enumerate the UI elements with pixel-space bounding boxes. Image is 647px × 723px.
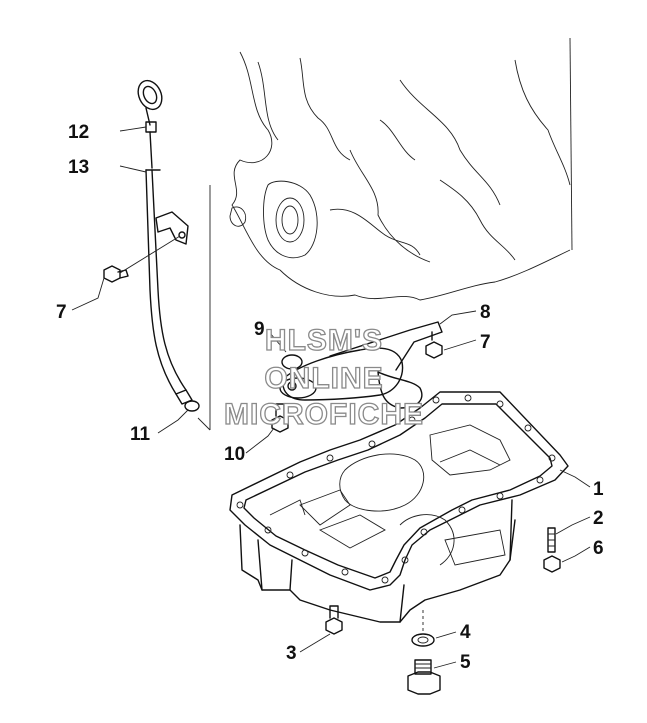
- callout-9: 9: [254, 319, 265, 340]
- drain-washer: [411, 633, 435, 647]
- leader-lines: [71, 126, 591, 669]
- bolt-left: [103, 235, 181, 283]
- oil-strainer: [279, 321, 443, 409]
- callout-7-left: 7: [56, 302, 67, 323]
- callout-2: 2: [593, 508, 604, 529]
- oil-dipstick: [137, 79, 163, 169]
- watermark-line-3: MICROFICHE: [224, 398, 424, 431]
- watermark: HLSM'S ONLINE MICROFICHE: [223, 323, 424, 431]
- callout-3: 3: [286, 643, 297, 664]
- callout-12: 12: [68, 122, 89, 143]
- callout-13: 13: [68, 157, 89, 178]
- callout-10: 10: [224, 444, 245, 465]
- flange-nut: [543, 555, 561, 573]
- callout-5: 5: [460, 652, 471, 673]
- oil-pan: [229, 391, 569, 623]
- stud-bolt: [547, 527, 556, 553]
- drain-plug: [407, 659, 441, 695]
- callout-7-right: 7: [480, 332, 491, 353]
- callout-6: 6: [593, 538, 604, 559]
- watermark-line-1: HLSM'S: [265, 324, 383, 357]
- strainer-o-ring: [281, 354, 303, 370]
- callout-4: 4: [460, 622, 471, 643]
- watermark-line-2: ONLINE: [264, 362, 383, 395]
- bolt-bracket: [425, 331, 443, 359]
- flange-bolt-holes: [236, 394, 556, 584]
- engine-block: [229, 37, 573, 301]
- callout-8: 8: [480, 302, 491, 323]
- callout-1: 1: [593, 479, 604, 500]
- part-callouts: 12 13 7 11 9 8 7 10 1 2 6 3 4 5: [56, 122, 604, 673]
- dipstick-tube: [145, 169, 193, 405]
- o-ring: [184, 400, 200, 412]
- callout-11: 11: [130, 424, 151, 445]
- pan-bolt: [325, 605, 343, 635]
- bolt-strainer: [271, 403, 289, 433]
